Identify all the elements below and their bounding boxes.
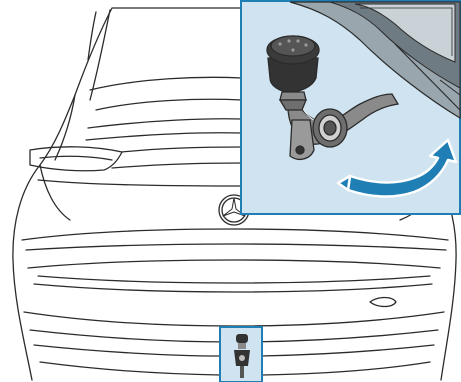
rear-window-top	[90, 77, 242, 90]
bumper-upper	[22, 229, 448, 240]
light-strip	[122, 147, 242, 152]
diffuser-line-3	[260, 345, 434, 356]
bumper-groove-top	[28, 260, 440, 268]
detail-inset	[241, 1, 460, 214]
hitch-location-highlight	[220, 327, 262, 382]
tail-lamp-left-inner	[40, 156, 112, 160]
bottom-edge-right	[262, 362, 430, 375]
bumper-groove-bottom	[34, 284, 432, 292]
bumper-groove-inner	[38, 276, 430, 283]
c-pillar-left	[55, 95, 75, 160]
lower-valance	[24, 312, 444, 326]
bumper-line-2	[26, 244, 446, 250]
light-strip-lower	[112, 163, 242, 168]
trunk-line-1	[88, 119, 242, 128]
trunk-side-left	[40, 165, 70, 220]
trunk-line-2	[86, 133, 242, 140]
rear-window-inner	[96, 99, 242, 110]
reflector-right	[370, 298, 396, 307]
bottom-edge-left	[40, 362, 220, 375]
diffuser-line-2	[34, 345, 220, 356]
